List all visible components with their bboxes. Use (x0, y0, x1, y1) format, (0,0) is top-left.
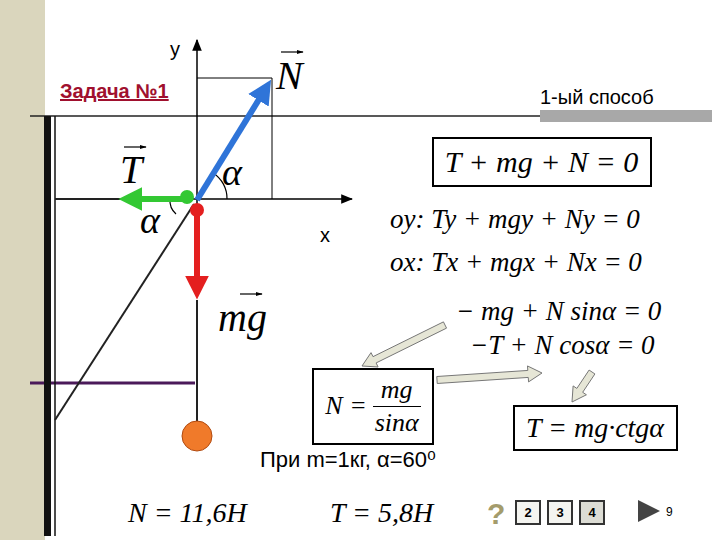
nav-button: 2 (515, 500, 541, 525)
help-icon: ? (487, 497, 505, 530)
equation: ox: Tx + mgx + Nx = 0 (390, 248, 642, 278)
formula-box: N =mgsinα (312, 368, 434, 445)
formula-box: T = mg·ctgα (513, 405, 678, 451)
force-label: N (276, 54, 303, 98)
angle-label: α (222, 152, 242, 194)
equation: − mg + N sinα = 0 (456, 297, 661, 327)
red-dot (190, 203, 204, 217)
axis-label: y (170, 38, 180, 60)
method-note: 1-ый способ (540, 86, 654, 108)
force-label: T (120, 148, 142, 192)
play-button (638, 500, 660, 522)
result: T = 5,8H (330, 498, 433, 529)
nav-button: 4 (579, 500, 605, 525)
fraction-bar (373, 406, 421, 407)
force-mg (194, 212, 200, 290)
given-values: При m=1кг, α=60⁰ (260, 448, 436, 472)
button-label: 4 (588, 505, 595, 520)
wall-edge (54, 116, 56, 536)
top-rule (30, 115, 540, 117)
vector-mark (281, 51, 303, 52)
force-label: mg (218, 296, 267, 340)
page-number: 9 (666, 506, 673, 519)
hollow-arrow (437, 366, 542, 384)
result: N = 11,6H (128, 498, 247, 529)
title: Задача №1 (60, 80, 169, 102)
y-axis (196, 40, 198, 212)
equation: oy: Ty + mgy + Ny = 0 (390, 205, 640, 235)
denominator: sinα (373, 407, 421, 438)
fraction: mgsinα (373, 375, 421, 438)
green-dot (180, 190, 194, 204)
thread (196, 300, 198, 422)
formula-text: T = mg·ctgα (526, 412, 664, 444)
component-box (197, 78, 272, 199)
equation-box: T + mg + N = 0 (432, 137, 652, 187)
formula-text: T + mg + N = 0 (445, 145, 639, 179)
axis-label: x (320, 224, 330, 246)
nav-button: 3 (547, 500, 573, 525)
gray-bar (540, 110, 712, 122)
strut (55, 204, 194, 420)
button-label: 3 (556, 505, 563, 520)
hollow-arrow (362, 322, 447, 367)
equation: −T + N cosα = 0 (470, 331, 655, 361)
button-label: 2 (524, 505, 531, 520)
hollow-arrow (572, 370, 595, 402)
ball (182, 421, 212, 451)
force-n (197, 88, 266, 200)
numerator: mg (377, 375, 417, 406)
angle-label: α (140, 200, 160, 242)
formula-text: N = (325, 391, 366, 421)
rope (55, 198, 188, 200)
wall (44, 116, 51, 536)
vector-mark (240, 293, 262, 294)
side-band (0, 0, 45, 540)
x-axis (185, 198, 352, 200)
